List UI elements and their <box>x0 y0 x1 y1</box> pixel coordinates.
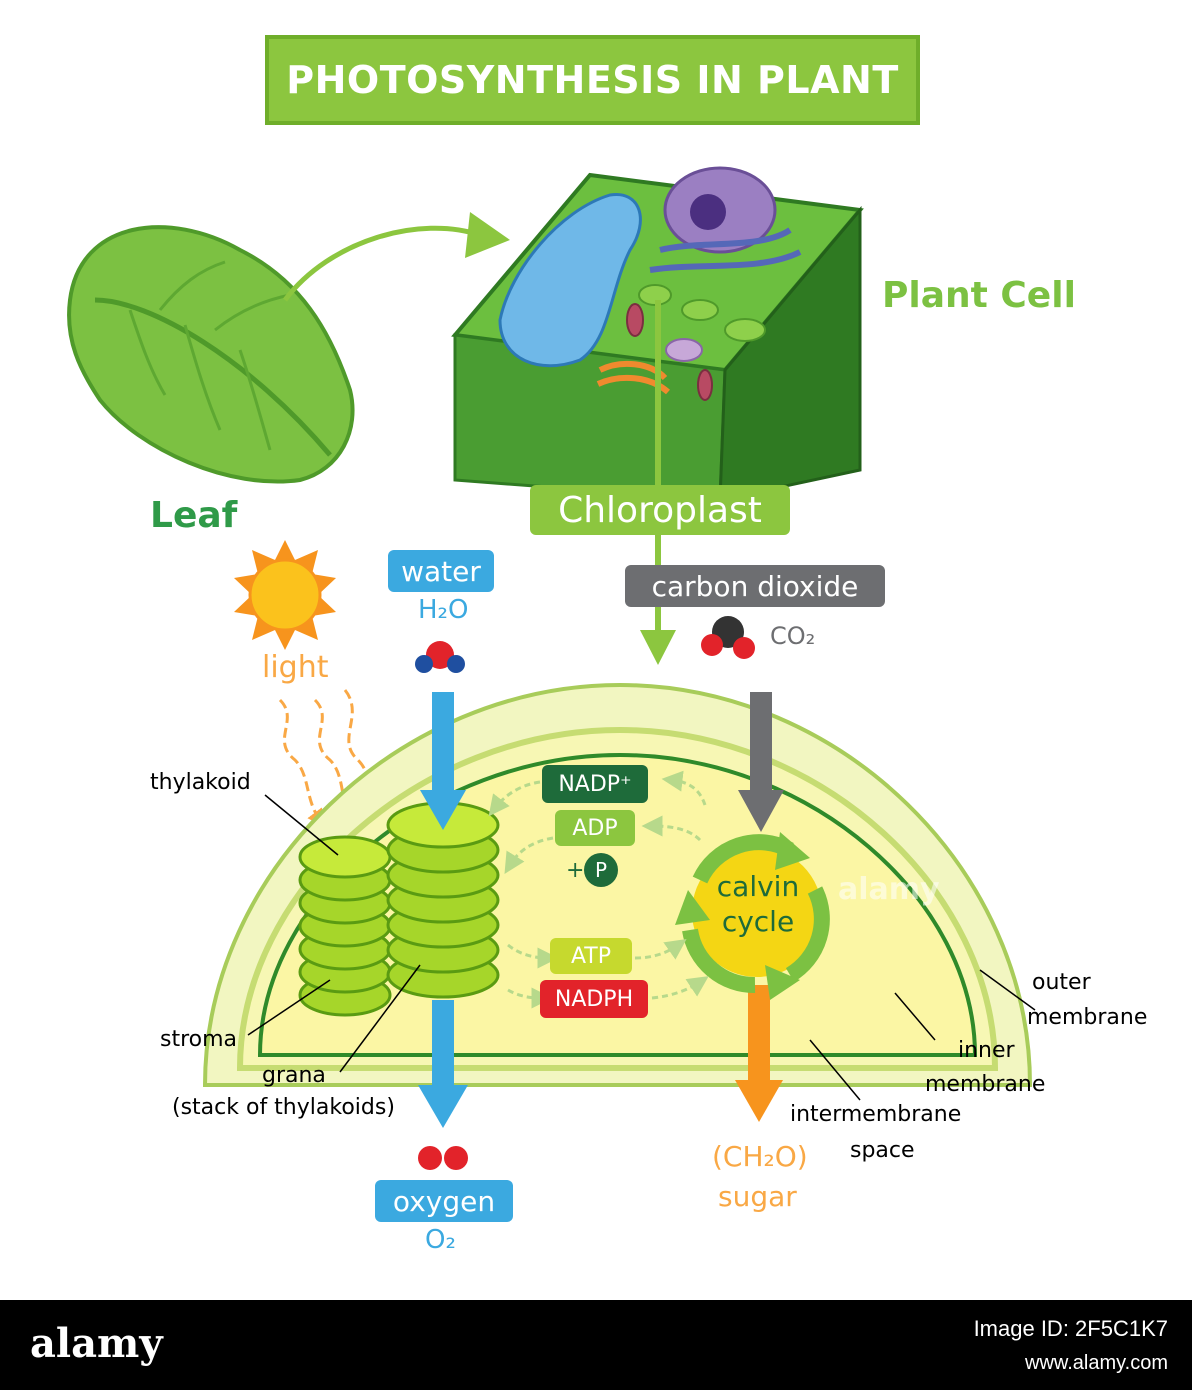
plant-cell-label: Plant Cell <box>882 275 1076 316</box>
adp-label-text: ADP <box>572 815 618 841</box>
calvin-label-line2: cycle <box>721 905 795 938</box>
leaf-illustration <box>67 225 355 484</box>
oxygen-label-text: oxygen <box>392 1184 496 1218</box>
carbon-dioxide-label-text: carbon dioxide <box>651 569 859 603</box>
phosphate-text: P <box>594 858 608 882</box>
inner-membrane-label-line2: membrane <box>925 1072 1046 1097</box>
nadp-plus-label: NADP⁺ <box>542 765 648 803</box>
leaf-to-cell-arrow <box>283 225 481 302</box>
co2-molecule-icon <box>701 616 755 659</box>
oxygen-formula: O₂ <box>425 1225 456 1255</box>
outer-membrane-label-line2: membrane <box>1027 1005 1148 1030</box>
diagram-title: PHOTOSYNTHESIS IN PLANT <box>286 58 899 102</box>
intermembrane-label-line1: intermembrane <box>790 1102 962 1127</box>
light-reaction-arrows <box>488 770 709 1009</box>
inline-watermark: alamy <box>838 872 940 907</box>
outer-membrane-label-line1: outer <box>1032 970 1091 995</box>
sugar-formula: (CH₂O) <box>712 1140 808 1173</box>
oxygen-label: oxygen <box>375 1180 513 1222</box>
nadph-label-text: NADPH <box>554 986 634 1012</box>
thylakoid-label: thylakoid <box>150 770 251 795</box>
calvin-cycle-icon <box>675 832 830 1000</box>
nadph-label: NADPH <box>540 980 648 1018</box>
image-id-text: Image ID: 2F5C1K7 <box>973 1316 1168 1341</box>
oxygen-molecule-icon <box>418 1146 468 1170</box>
calvin-label-line1: calvin <box>716 870 800 903</box>
leaf-label: Leaf <box>150 495 238 536</box>
water-molecule-icon <box>415 641 465 673</box>
chloroplast-label-text: Chloroplast <box>558 489 762 531</box>
nadp-plus-label-text: NADP⁺ <box>558 771 632 797</box>
alamy-logo: alamy <box>30 1320 163 1367</box>
water-in-arrow <box>420 692 466 830</box>
phosphate-badge: P <box>584 853 618 887</box>
grana-label-line1: grana <box>262 1063 326 1088</box>
grana-stack-left <box>298 835 392 1017</box>
inner-membrane-label-line1: inner <box>958 1038 1015 1063</box>
oxygen-out-arrow <box>418 1000 468 1128</box>
atp-label-text: ATP <box>570 943 612 969</box>
stock-footer-bar: alamy Image ID: 2F5C1K7 www.alamy.com <box>0 1300 1192 1390</box>
water-label: water <box>388 550 494 592</box>
plus-sign: + <box>566 858 585 883</box>
carbon-dioxide-label: carbon dioxide <box>625 565 885 607</box>
water-formula: H₂O <box>418 595 469 625</box>
co2-formula: CO₂ <box>770 622 816 650</box>
grana-label-line2: (stack of thylakoids) <box>172 1095 395 1120</box>
co2-in-arrow <box>738 692 784 832</box>
illustration-canvas <box>67 166 1036 1170</box>
adp-label: ADP <box>555 810 635 846</box>
stroma-label: stroma <box>160 1027 238 1052</box>
atp-label: ATP <box>550 938 632 974</box>
site-url-text: www.alamy.com <box>1025 1352 1168 1374</box>
grana-stack-right <box>386 801 500 999</box>
intermembrane-label-line2: space <box>850 1138 915 1163</box>
sugar-out-arrow <box>735 985 783 1122</box>
title-banner: PHOTOSYNTHESIS IN PLANT <box>265 35 920 125</box>
chloroplast-label: Chloroplast <box>530 485 790 535</box>
sugar-label: sugar <box>718 1180 797 1213</box>
photosynthesis-diagram: PHOTOSYNTHESIS IN PLANT <box>67 35 1148 1255</box>
leader-lines <box>247 794 1036 1101</box>
light-label: light <box>262 650 329 685</box>
water-label-text: water <box>401 554 481 588</box>
sun-icon <box>234 540 336 650</box>
